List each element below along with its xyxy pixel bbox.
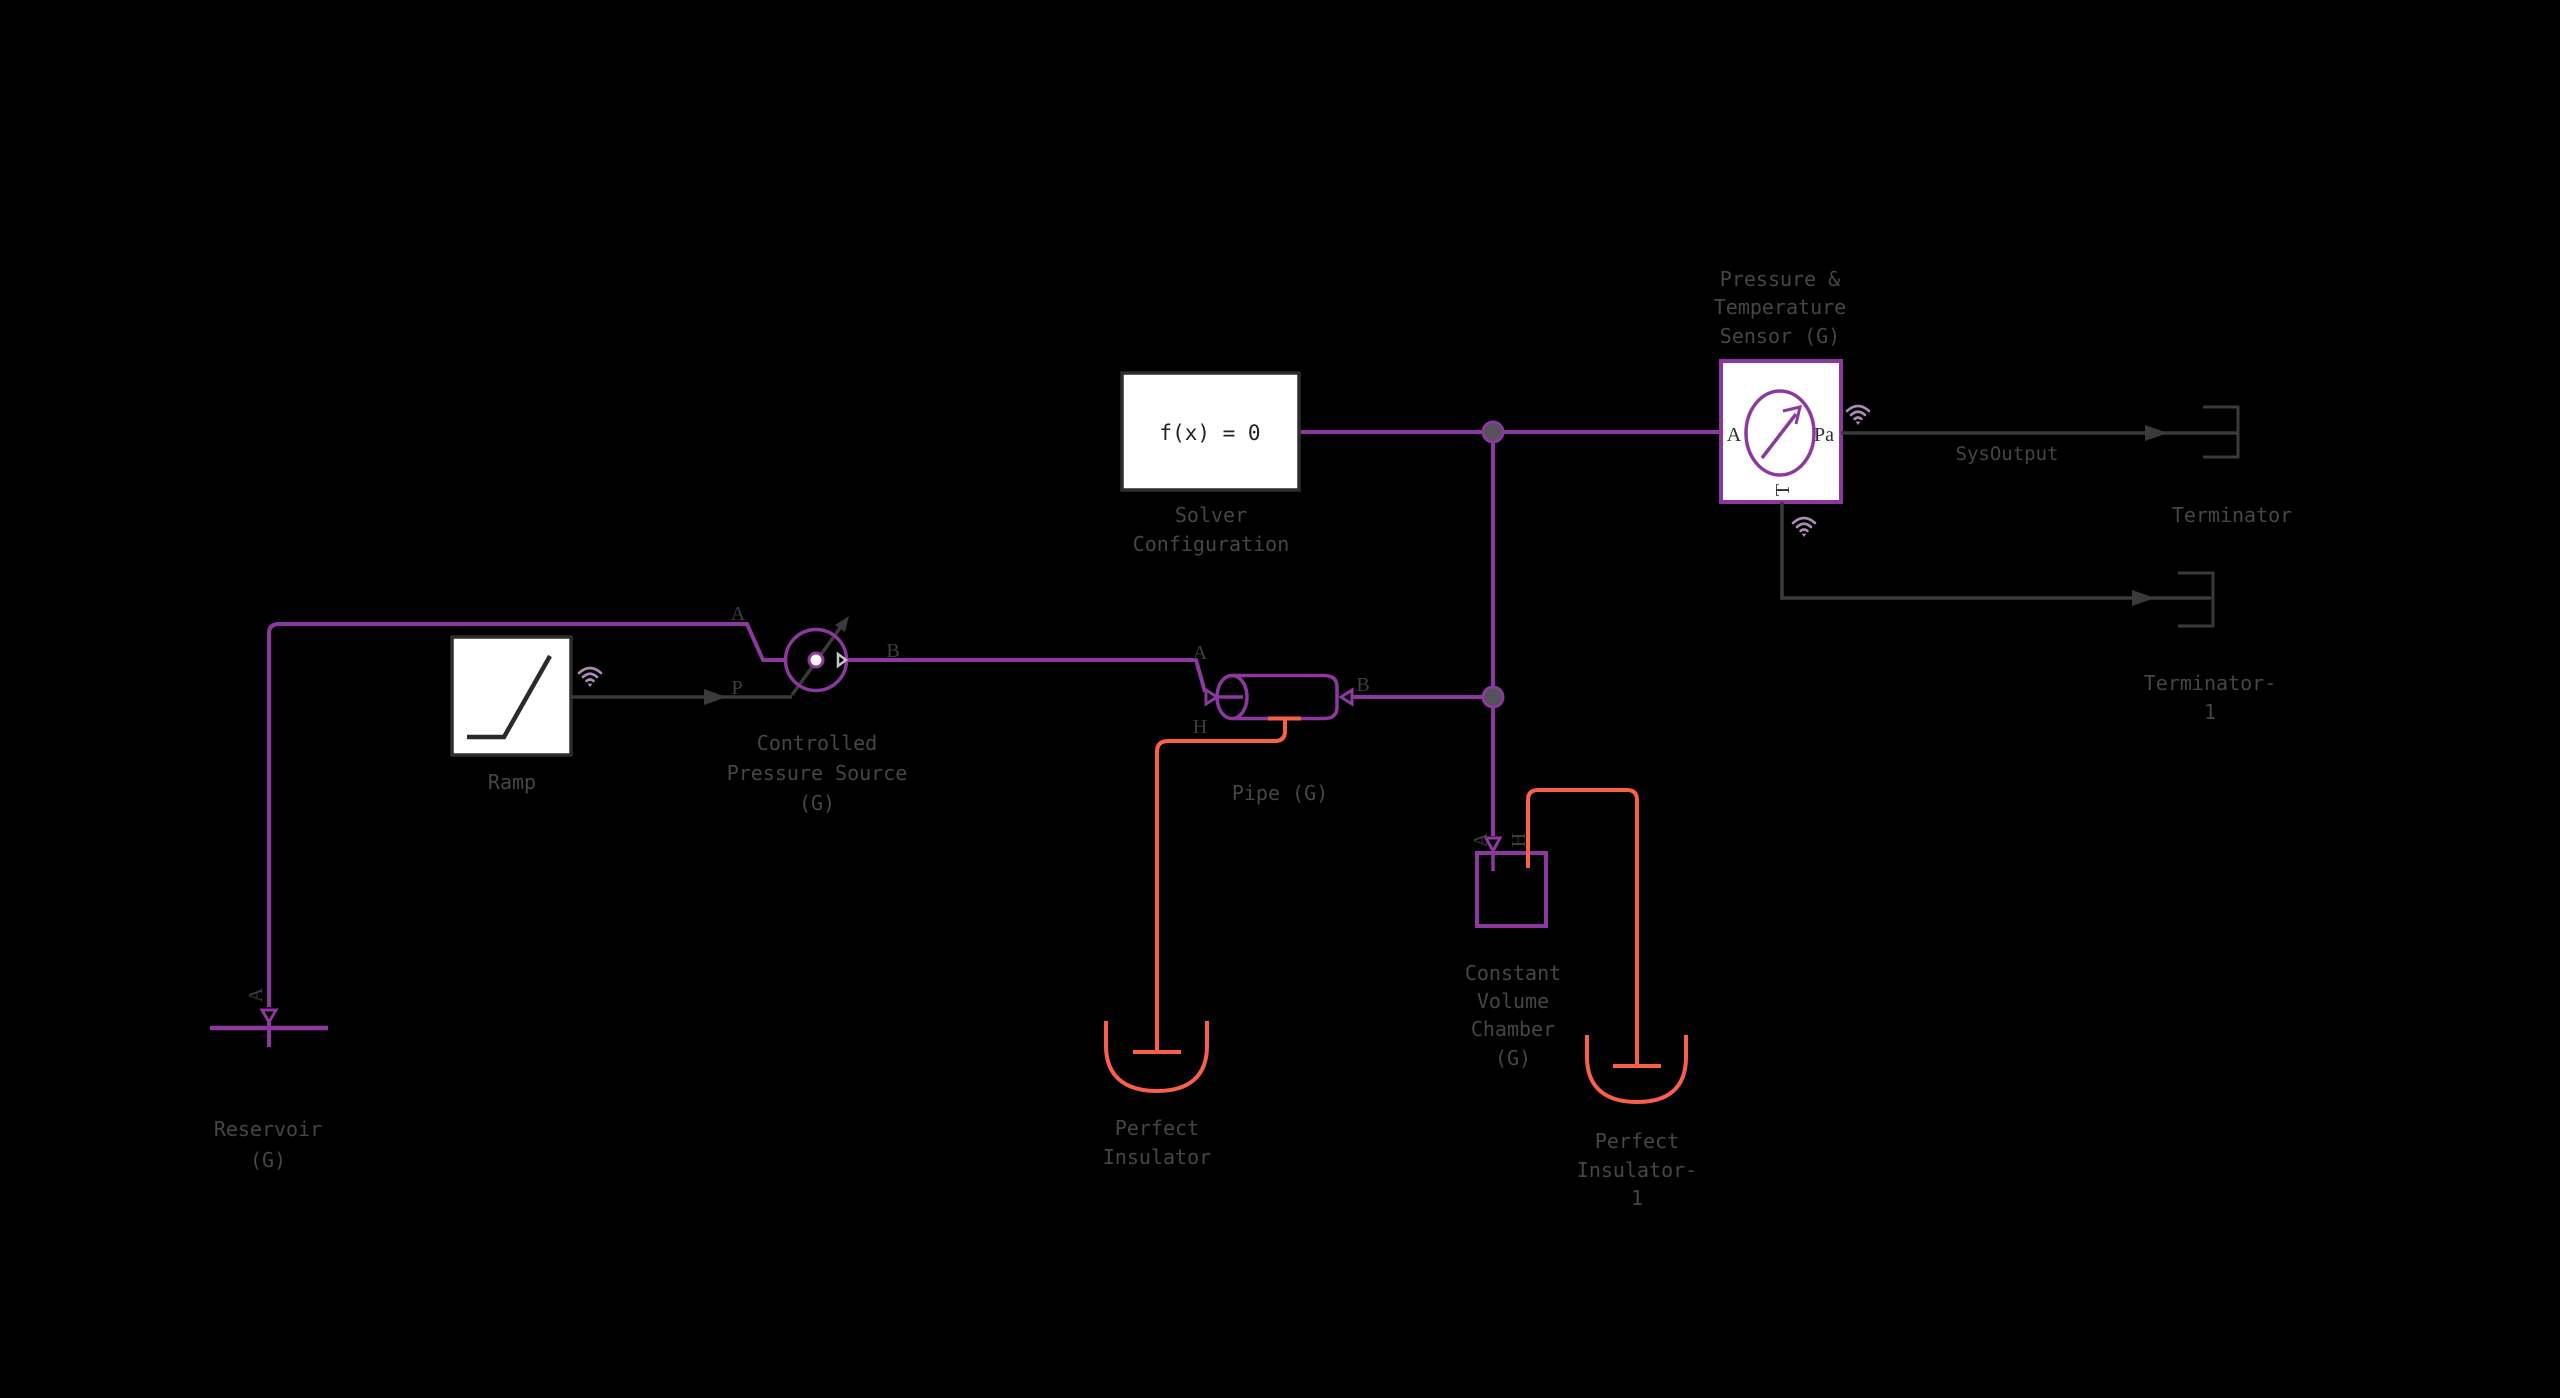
wire-source-to-pipe-a[interactable]	[847, 658, 1207, 693]
perfect-insulator-1-block[interactable]: Perfect Insulator- 1	[1577, 1035, 1697, 1210]
solver-icon: f(x) = 0	[1159, 421, 1260, 445]
chamber-label-line1: Constant	[1465, 961, 1561, 985]
insulator-cup-icon[interactable]	[1104, 1021, 1209, 1094]
source-port-a-label: A	[731, 603, 746, 625]
insulator-label-line2: Insulator	[1103, 1145, 1211, 1169]
pipe-port-b-label: B	[1356, 674, 1369, 696]
wire-reservoir-to-source[interactable]	[267, 622, 785, 1007]
ramp-output-signal-wire[interactable]: P	[571, 666, 792, 705]
insulator1-label-line3: 1	[1631, 1186, 1643, 1210]
chamber-label-line3: Chamber	[1471, 1017, 1555, 1041]
solver-label-line2: Configuration	[1133, 532, 1290, 556]
ramp-block[interactable]: Ramp	[450, 635, 573, 794]
source-label-line3: (G)	[799, 791, 835, 815]
terminator-1-block[interactable]: Terminator- 1	[2144, 571, 2276, 724]
source-label-line1: Controlled	[757, 731, 877, 755]
pressure-temperature-sensor-block[interactable]: A Pa T Pressure & Temperature Sensor (G)	[1714, 267, 1846, 504]
pipe-port-b-arrow	[1338, 687, 1354, 707]
sensor-label-line2: Temperature	[1714, 295, 1846, 319]
chamber-port-h-label: H	[1508, 833, 1530, 847]
chamber-body[interactable]	[1475, 851, 1548, 928]
source-control-arrowhead	[835, 616, 849, 632]
ramp-label: Ramp	[488, 770, 536, 794]
pipe-cylinder-body[interactable]	[1232, 673, 1339, 721]
pipe-cylinder-end-cap	[1215, 673, 1249, 721]
sensor-label-line3: Sensor (G)	[1720, 324, 1840, 348]
reservoir-label-line2: (G)	[250, 1148, 286, 1172]
gauge-needle-arrowhead	[1782, 404, 1803, 425]
solver-configuration-block[interactable]: f(x) = 0 Solver Configuration	[1120, 371, 1301, 556]
sensor-port-a-label: A	[1727, 424, 1742, 446]
reservoir-port-a-label: A	[245, 987, 267, 1002]
source-inner-ring-icon	[807, 651, 825, 669]
physical-network-wires[interactable]	[267, 420, 1721, 1007]
wireless-icon	[1845, 404, 1871, 427]
chamber-label-line2: Volume	[1477, 989, 1549, 1013]
controlled-pressure-source-block[interactable]: A B Controlled Pressure Source (G)	[727, 603, 908, 815]
reservoir-label-line1: Reservoir	[214, 1117, 322, 1141]
insulator-label-line1: Perfect	[1115, 1116, 1199, 1140]
signal-wire-t-to-terminator1[interactable]	[1780, 502, 2211, 600]
wireless-icon	[577, 666, 603, 689]
pipe-block[interactable]: A B H Pipe (G)	[1193, 642, 1370, 805]
constant-volume-chamber-block[interactable]: A H Constant Volume Chamber (G)	[1465, 832, 1561, 1070]
connection-junction[interactable]	[1481, 685, 1505, 709]
ramp-icon	[467, 654, 552, 740]
insulator1-label-line2: Insulator-	[1577, 1158, 1697, 1182]
chamber-port-a-arrow	[1483, 836, 1503, 855]
gauge-needle-icon	[1760, 412, 1798, 460]
thermal-wire-chamber-to-insulator1[interactable]	[1526, 788, 1639, 1066]
source-outlet-triangle-icon	[836, 651, 849, 669]
sensor-port-t-label: T	[1772, 484, 1794, 496]
terminator-block[interactable]: Terminator	[2172, 405, 2292, 527]
solver-block-body[interactable]	[1120, 371, 1301, 492]
pipe-label: Pipe (G)	[1232, 781, 1328, 805]
source-port-b-label: B	[886, 640, 899, 662]
connection-junction[interactable]	[1481, 420, 1505, 444]
temperature-signal-wire[interactable]	[1780, 502, 2211, 606]
terminator1-label-line1: Terminator-	[2144, 671, 2276, 695]
reservoir-block[interactable]: A Reservoir (G)	[210, 987, 328, 1172]
signal-arrowhead	[2145, 425, 2168, 441]
solver-label-line1: Solver	[1175, 503, 1247, 527]
source-label-line2: Pressure Source	[727, 761, 908, 785]
terminator-label: Terminator	[2172, 503, 2292, 527]
wireless-icon	[1791, 516, 1817, 539]
port-arrow-down	[259, 1008, 279, 1025]
sensor-label-line1: Pressure &	[1720, 267, 1840, 291]
pipe-port-a-label: A	[1193, 642, 1208, 664]
chamber-port-a-label: A	[1470, 832, 1492, 847]
gauge-icon	[1744, 389, 1816, 477]
signal-arrowhead	[2132, 590, 2155, 606]
perfect-insulator-block[interactable]: Perfect Insulator	[1103, 1021, 1211, 1169]
insulator1-cup-icon[interactable]	[1585, 1035, 1688, 1105]
source-port-p-label: P	[731, 677, 742, 699]
thermal-wire-pipe-to-insulator[interactable]	[1155, 718, 1287, 1051]
pipe-port-h-label: H	[1193, 716, 1207, 738]
sysoutput-signal-label: SysOutput	[1956, 443, 2059, 465]
sensor-port-pa-label: Pa	[1814, 424, 1834, 446]
signal-arrowhead	[704, 689, 727, 705]
chamber-label-line4: (G)	[1495, 1046, 1531, 1070]
sysoutput-signal-wire[interactable]: SysOutput	[1841, 404, 2237, 465]
terminator1-label-line2: 1	[2204, 700, 2216, 724]
pipe-port-a-arrow	[1204, 687, 1220, 707]
terminator1-icon[interactable]	[2178, 571, 2215, 628]
insulator1-label-line1: Perfect	[1595, 1129, 1679, 1153]
terminator-icon[interactable]	[2203, 405, 2240, 459]
